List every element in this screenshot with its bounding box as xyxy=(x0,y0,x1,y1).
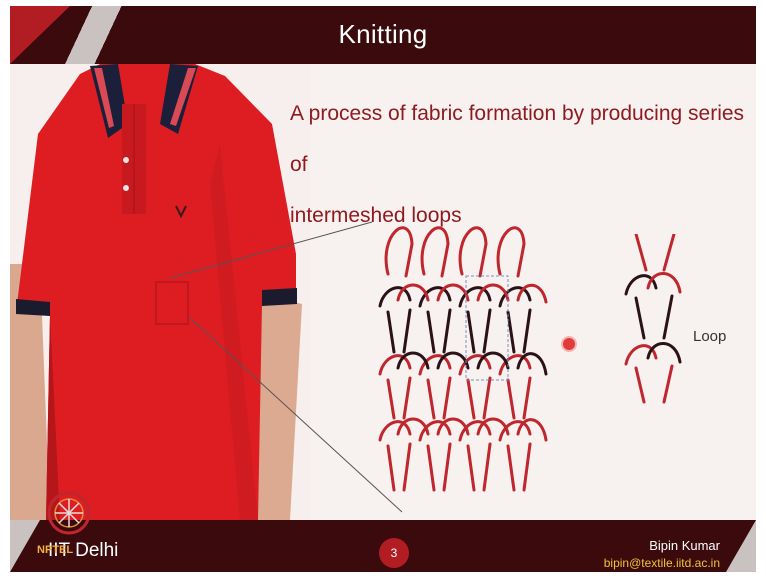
knitted-loops-diagram xyxy=(370,214,560,504)
slide: Knitting A process of xyxy=(10,6,756,572)
heading-line-1: A process of fabric formation by produci… xyxy=(290,88,750,190)
slide-title: Knitting xyxy=(10,19,756,50)
nptel-logo-text: NPTEL xyxy=(37,544,73,556)
footer-left-stripe xyxy=(10,520,40,572)
page-number: 3 xyxy=(379,538,409,568)
author-name: Bipin Kumar xyxy=(550,538,720,553)
single-loop-diagram xyxy=(622,234,692,404)
laser-pointer-dot xyxy=(563,338,575,350)
nptel-logo-icon xyxy=(44,488,94,548)
red-polo-shirt-image xyxy=(10,64,310,520)
footer-right-stripe xyxy=(726,520,756,572)
author-email: bipin@textile.iitd.ac.in xyxy=(550,556,720,570)
loop-label: Loop xyxy=(693,328,726,345)
